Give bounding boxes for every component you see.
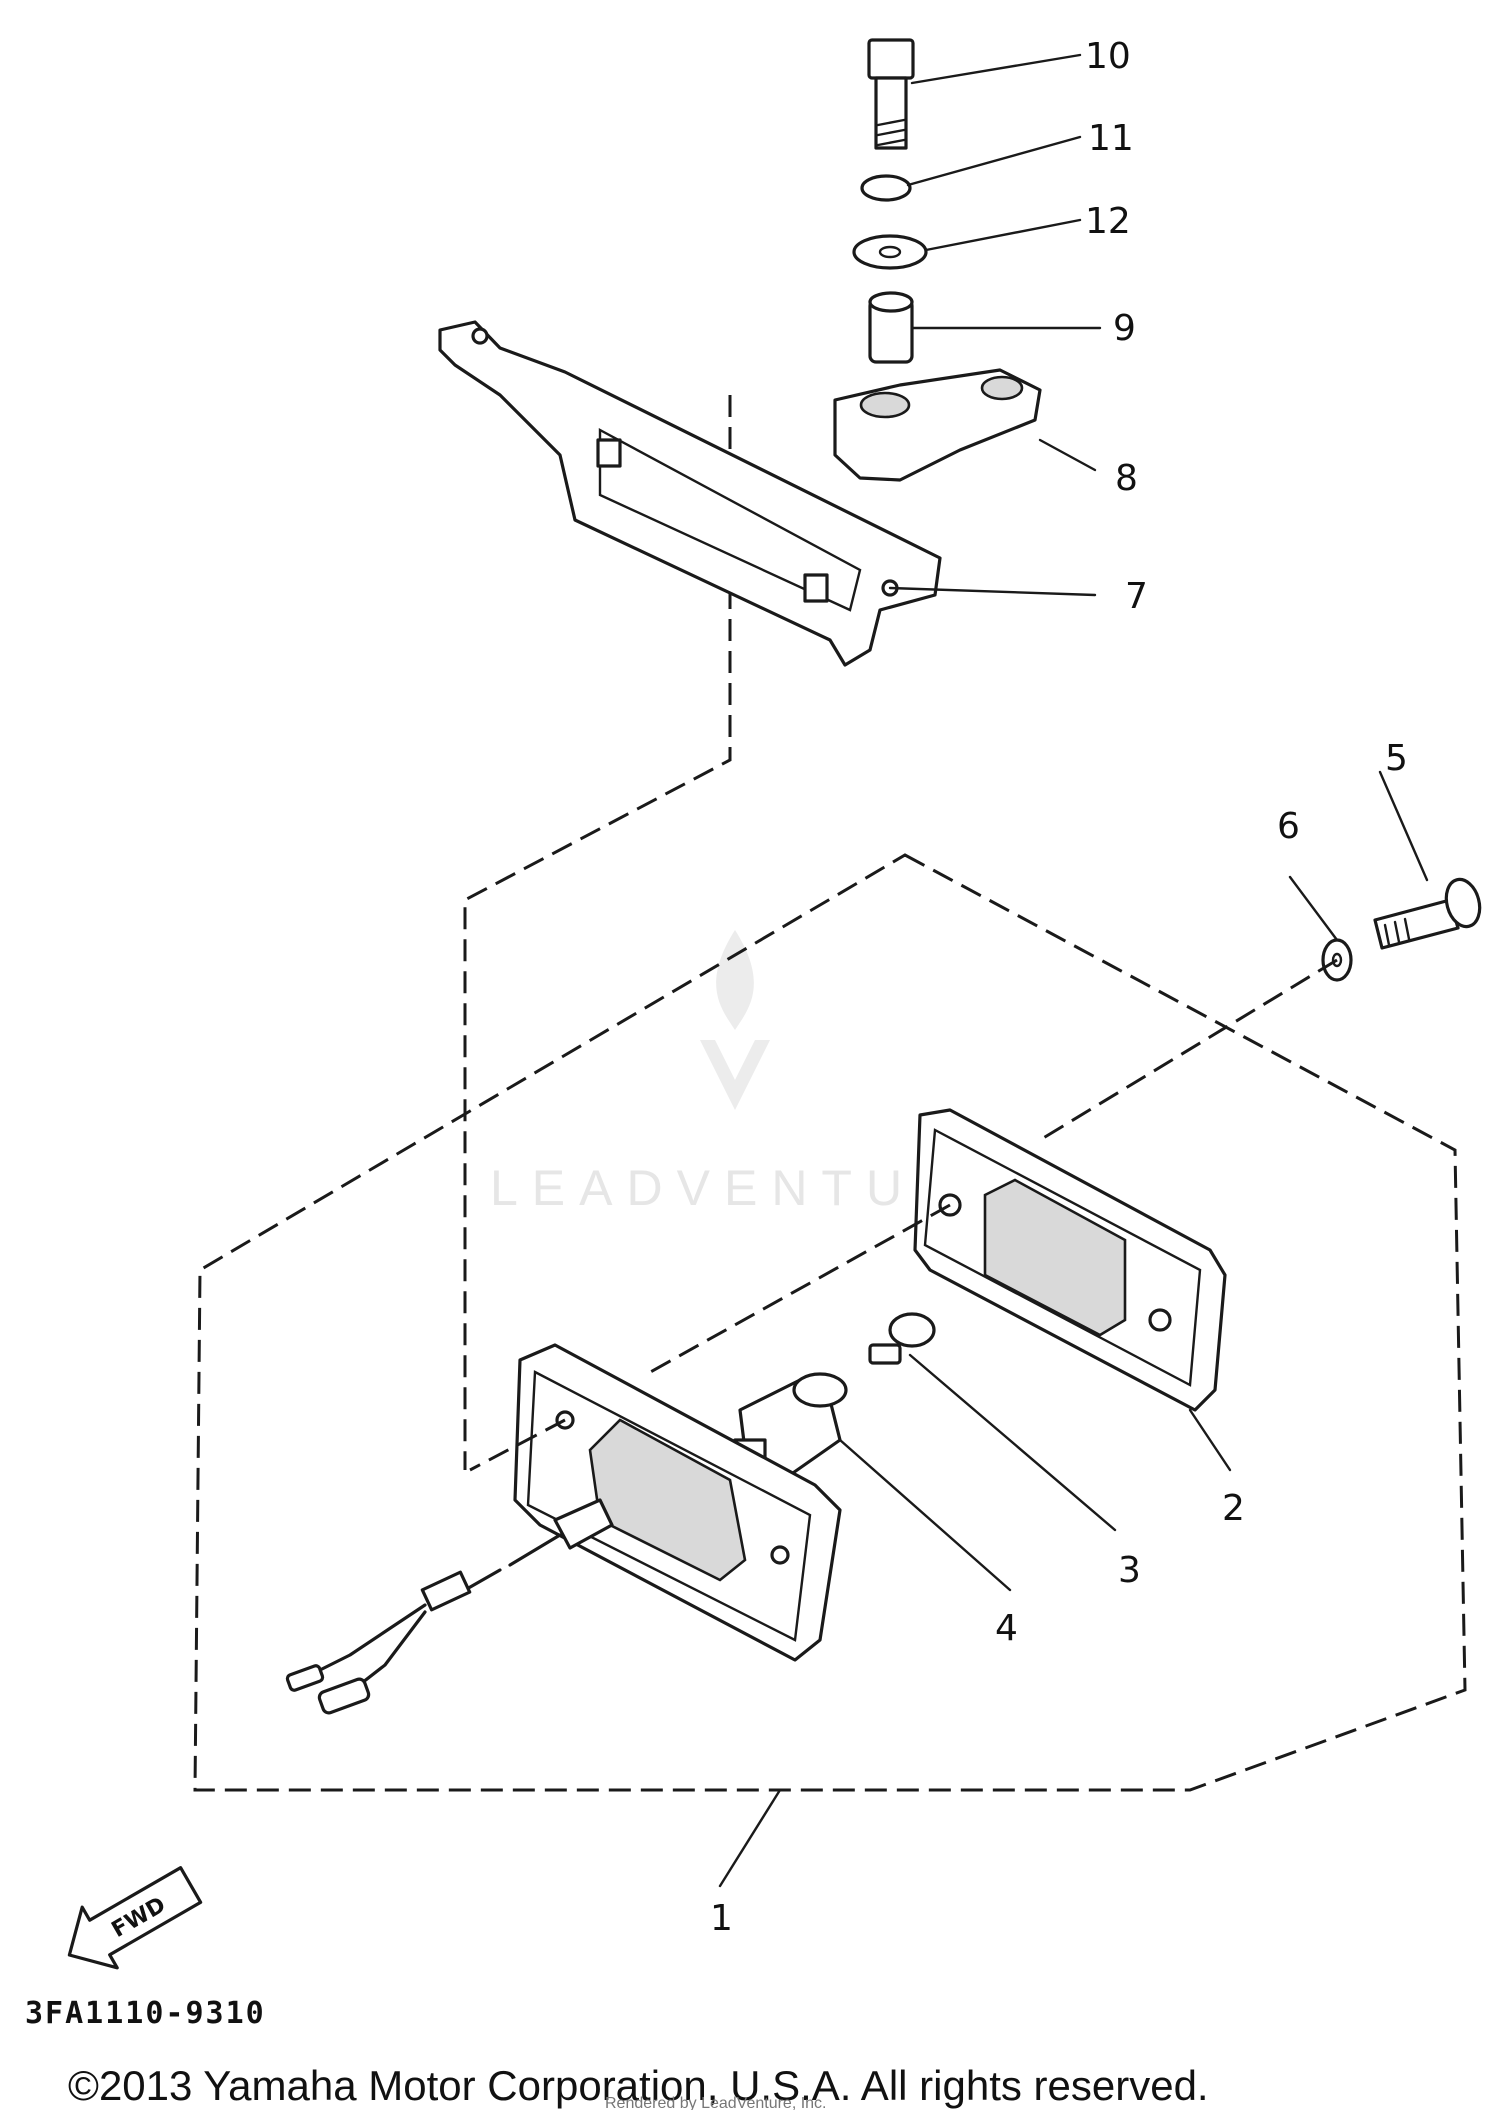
- watermark-text: LEADVENTURE: [490, 1160, 1014, 1216]
- wiring-harness: [285, 1533, 562, 1715]
- callout-10: 10: [1085, 36, 1131, 77]
- leader-lines: [469, 53, 1429, 1888]
- part-10-bolt: [867, 38, 915, 150]
- part-2-lens: [913, 1108, 1227, 1412]
- callout-5: 5: [1385, 738, 1408, 779]
- part-5-screw: [1373, 877, 1482, 950]
- callout-6: 6: [1277, 806, 1300, 847]
- rendered-by: Rendered by LeadVenture, Inc.: [605, 2095, 827, 2110]
- diagram-code: 3FA1110-9310: [25, 1996, 266, 2031]
- callout-8: 8: [1115, 458, 1138, 499]
- part-11-lock-washer: [860, 174, 912, 202]
- callout-9: 9: [1113, 308, 1136, 349]
- callout-4: 4: [995, 1608, 1018, 1649]
- flame-icon: [716, 930, 754, 1030]
- part-7-plate: [438, 320, 942, 667]
- part-12-washer: [852, 234, 928, 270]
- callout-11: 11: [1088, 118, 1134, 159]
- callout-7: 7: [1125, 576, 1148, 617]
- part-3-bulb: [868, 1312, 936, 1365]
- watermark-logo-icon: [700, 1040, 770, 1110]
- callout-1: 1: [710, 1898, 733, 1939]
- copyright-notice: ©2013 Yamaha Motor Corporation, U.S.A. A…: [68, 2062, 1209, 2109]
- callout-12: 12: [1085, 201, 1131, 242]
- alignment-line: [463, 395, 732, 1470]
- fwd-arrow-icon: [67, 1866, 203, 1970]
- callout-2: 2: [1222, 1488, 1245, 1529]
- callout-3: 3: [1118, 1550, 1141, 1591]
- part-8-arm: [833, 368, 1042, 482]
- assembly-outline: [193, 853, 1467, 1792]
- callouts: 10 11 12 9 8 7 5 6 2 3 4 1: [710, 36, 1408, 1939]
- watermark: LEADVENTURE: [490, 930, 1014, 1216]
- fwd-indicator: FWD: [67, 1866, 203, 1970]
- part-9-collar: [868, 291, 914, 364]
